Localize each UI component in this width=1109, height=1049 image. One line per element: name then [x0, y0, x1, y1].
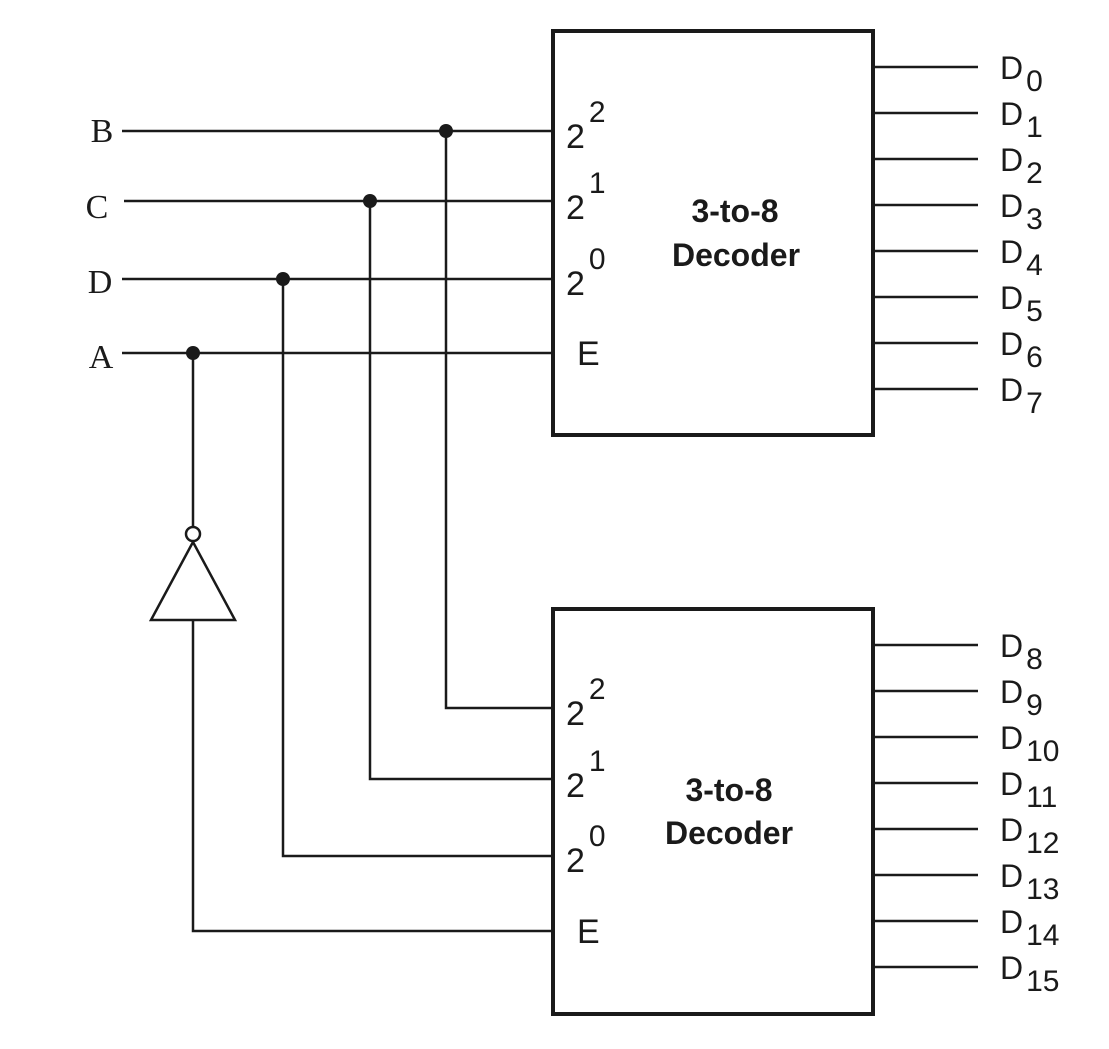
wire-a-branch-lower — [191, 620, 553, 933]
decoder-bottom-box — [551, 607, 875, 1016]
decoder-top-box — [551, 29, 875, 437]
junction-b — [439, 124, 453, 138]
decoder-top-pin-2-1: 21 — [566, 167, 606, 227]
decoder-bottom-pin-2-0: 20 — [566, 820, 606, 880]
decoder-top-pin-2-0: 20 — [566, 243, 606, 303]
decoder-bottom-pin-2-2: 22 — [566, 673, 606, 733]
not-gate-icon — [148, 539, 238, 622]
decoder-bottom-pin-enable: E — [577, 913, 600, 951]
input-label-b: B — [91, 113, 114, 150]
decoder-top-pin-enable: E — [577, 335, 600, 373]
wire-d-branch — [281, 279, 553, 858]
junction-c — [363, 194, 377, 208]
input-label-c: C — [86, 189, 109, 226]
not-gate-bubble — [184, 525, 202, 543]
decoder-top-title-line2: Decoder — [672, 237, 800, 273]
wire-b-branch — [444, 131, 553, 710]
decoder-bottom-title-line1: 3-to-8 — [685, 772, 772, 808]
input-label-d: D — [88, 264, 113, 301]
input-label-a: A — [89, 339, 114, 376]
decoder-bottom-title-line2: Decoder — [665, 815, 793, 851]
wire-c-branch — [368, 201, 553, 781]
junction-d — [276, 272, 290, 286]
decoder-top-title-line1: 3-to-8 — [691, 193, 778, 229]
decoder-bottom-pin-2-1: 21 — [566, 745, 606, 805]
decoder-top-pin-2-2: 22 — [566, 96, 606, 156]
junction-a — [186, 346, 200, 360]
